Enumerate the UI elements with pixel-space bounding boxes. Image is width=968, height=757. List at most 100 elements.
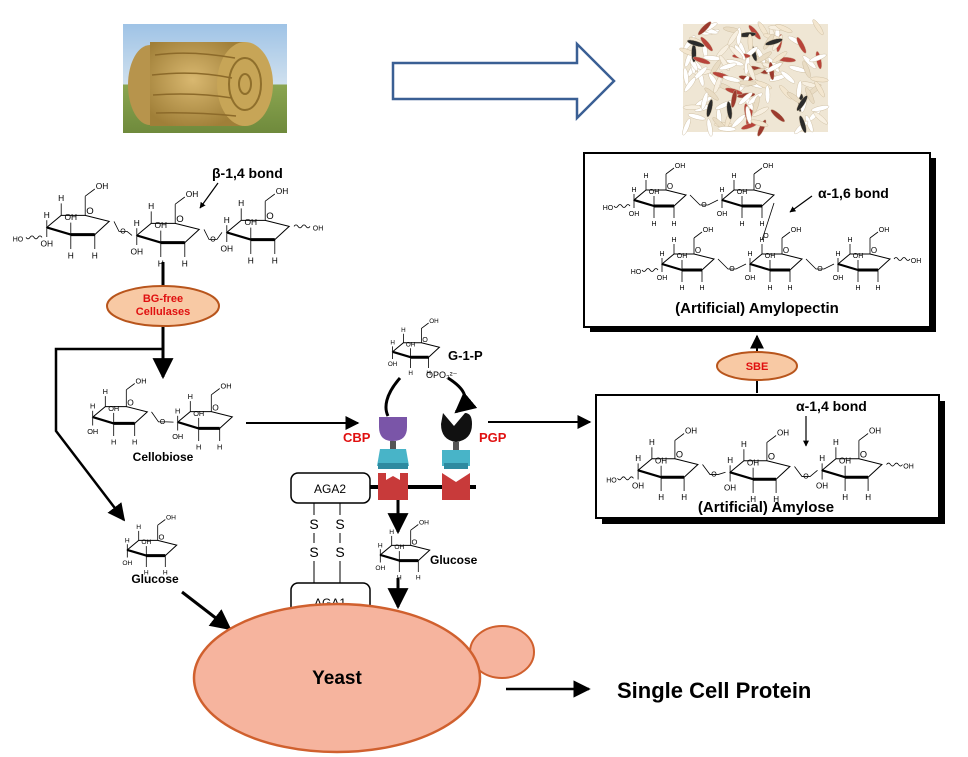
atom-label: H	[163, 570, 168, 577]
atom-label: H	[842, 493, 848, 502]
atom-label: OH	[685, 427, 697, 436]
atom-label: OH	[675, 163, 686, 170]
atom-label: O	[212, 403, 219, 413]
atom-label: H	[747, 251, 752, 258]
rice-grain	[730, 89, 738, 108]
atom-label: OH	[96, 181, 109, 191]
amylose-label: (Artificial) Amylose	[698, 499, 834, 516]
rice-grain	[684, 76, 697, 93]
rice-grain	[765, 38, 783, 46]
atom-label: H	[741, 440, 747, 449]
rice-grain	[780, 70, 795, 84]
atom-label: O	[695, 246, 701, 255]
atom-label: OH	[406, 341, 416, 348]
rice-grain	[682, 104, 702, 110]
atom-label: O	[803, 474, 809, 481]
opo3-label: OPO₃²⁻	[426, 370, 458, 380]
atom-label: O	[755, 182, 761, 191]
atom-label: OH	[724, 484, 736, 493]
rice-grain	[706, 118, 713, 137]
atom-label: H	[158, 259, 164, 269]
atom-label: OH	[166, 515, 176, 522]
atom-label: H	[659, 251, 664, 258]
atom-label: OH	[657, 275, 668, 282]
atom-label: H	[90, 402, 95, 411]
atom-label: H	[148, 201, 154, 211]
rice-grain	[687, 113, 706, 121]
cbp-pgp-surface-complex	[318, 413, 476, 500]
atom-label: H	[103, 387, 108, 396]
atom-label: OH	[632, 482, 644, 491]
atom-label: H	[835, 251, 840, 258]
atom-label: H	[727, 456, 733, 465]
cellulases-label: Cellulases	[136, 306, 190, 318]
atom-label: OH	[41, 239, 54, 249]
atom-label: O	[860, 450, 867, 460]
amylopectin-box	[583, 152, 936, 332]
atom-label: HO	[631, 269, 642, 276]
atom-label: H	[833, 438, 839, 447]
atom-label: H	[390, 340, 395, 347]
atom-label: OH	[155, 220, 168, 230]
atom-label: OH	[911, 258, 922, 265]
straw-bale-image	[123, 24, 287, 133]
atom-label: H	[855, 285, 860, 292]
glucose-left-label: Glucose	[131, 572, 179, 586]
bg-free-label: BG-free	[143, 293, 183, 305]
atom-label: H	[58, 193, 64, 203]
rice-image	[679, 19, 830, 137]
rice-grain	[796, 36, 807, 54]
atom-label: OH	[677, 253, 688, 260]
atom-label: OH	[816, 482, 828, 491]
atom-label: OH	[745, 275, 756, 282]
atom-label: H	[649, 438, 655, 447]
atom-label: OH	[853, 253, 864, 260]
atom-label: H	[378, 542, 383, 549]
single-cell-protein-label: Single Cell Protein	[617, 678, 811, 703]
atom-label: OH	[763, 163, 774, 170]
rice-grain	[765, 62, 783, 73]
rice-grain	[796, 95, 808, 112]
atom-label: H	[635, 454, 641, 463]
atom-label: O	[127, 398, 134, 408]
atom-label: H	[134, 218, 140, 228]
atom-label: H	[651, 221, 656, 228]
atom-label: H	[272, 256, 278, 266]
rice-grain	[727, 29, 739, 46]
atom-label: H	[188, 392, 193, 401]
atom-label: H	[631, 187, 636, 194]
rice-grain	[752, 95, 760, 114]
rice-grain	[756, 51, 772, 63]
atom-label: OH	[629, 211, 640, 218]
atom-label: H	[401, 327, 406, 334]
atom-label: OH	[833, 275, 844, 282]
rice-grain	[799, 115, 807, 134]
sulfur-4: S	[335, 544, 344, 560]
atom-label: OH	[172, 432, 183, 441]
atom-label: H	[238, 198, 244, 208]
atom-label: O	[266, 211, 273, 222]
atom-label: H	[426, 370, 431, 377]
atom-label: OH	[429, 318, 439, 325]
atom-label: H	[719, 187, 724, 194]
atom-label: OH	[703, 227, 714, 234]
beta-bond-label: β-1,4 bond	[212, 165, 283, 181]
atom-label: O	[86, 206, 93, 217]
rice-grain	[738, 91, 753, 105]
atom-label: OH	[65, 212, 78, 222]
atom-label: H	[397, 575, 402, 582]
atom-label: OH	[869, 427, 881, 436]
sbe-label: SBE	[746, 361, 769, 373]
atom-label: H	[875, 285, 880, 292]
aga2-label: AGA2	[314, 482, 346, 496]
atom-label: OH	[276, 186, 289, 196]
